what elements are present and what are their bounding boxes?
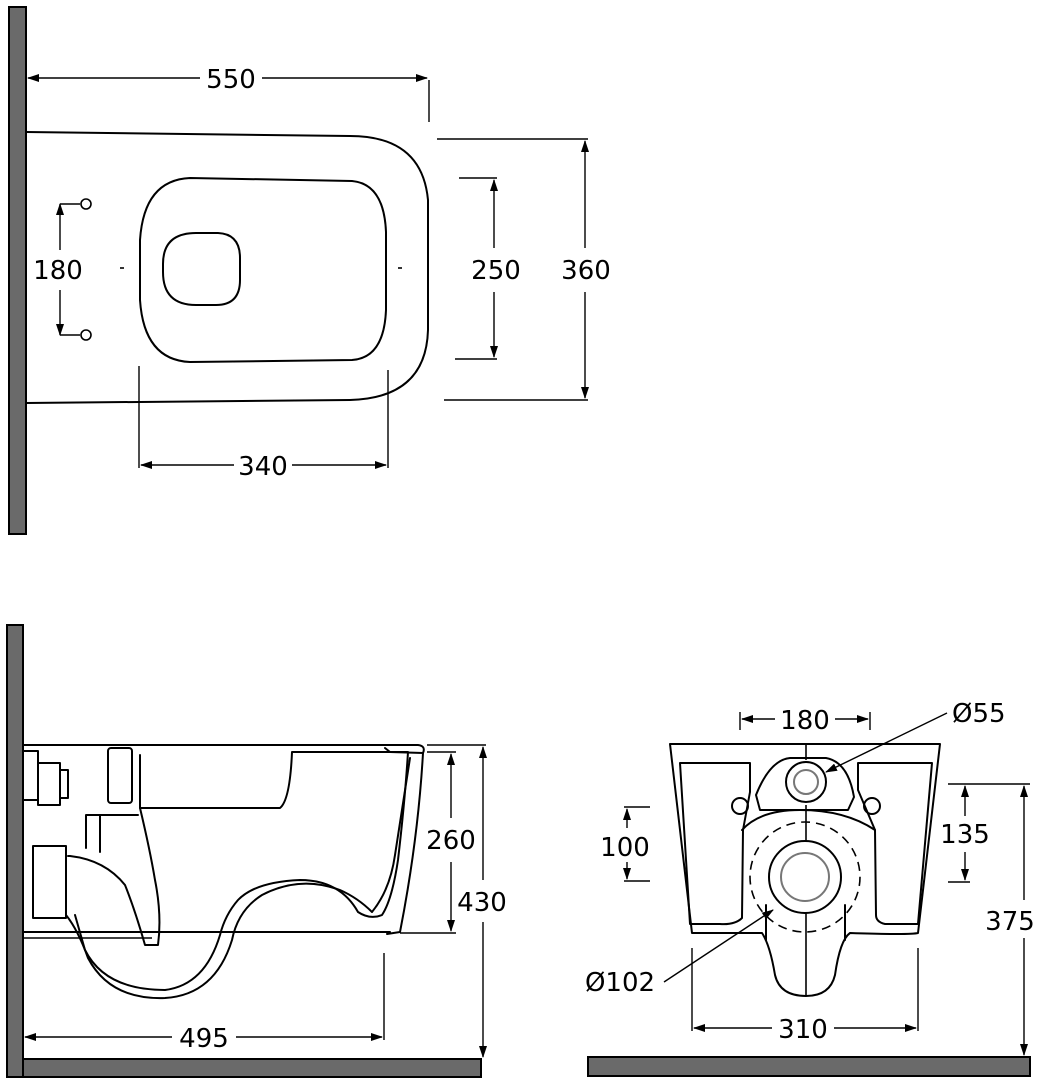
dim-fixing-height: 100 xyxy=(600,833,650,863)
dim-seat-length: 340 xyxy=(238,452,288,482)
flush-inlet-slot xyxy=(107,747,133,804)
dim-overall-length: 550 xyxy=(206,65,256,95)
inlet-pipe-inner xyxy=(793,769,819,795)
dim-outlet-diameter: Ø102 xyxy=(585,968,655,998)
inlet-pipe-outer xyxy=(785,761,827,803)
rear-bridge xyxy=(755,757,855,811)
wall-side-view xyxy=(6,624,24,1078)
trap-inner xyxy=(67,807,161,946)
dim-inlet-height: 135 xyxy=(940,820,990,850)
bowl-front-side xyxy=(386,752,424,935)
rear-left-cavity xyxy=(679,762,751,926)
dim-projection: 495 xyxy=(179,1024,229,1054)
outlet-pipe-dashed xyxy=(749,821,861,933)
dim-inlet-diameter: Ø55 xyxy=(952,699,1006,729)
dim-bowl-height: 260 xyxy=(426,826,476,856)
rear-right-cavity xyxy=(857,762,933,925)
fixing-hole-upper xyxy=(80,198,92,210)
dim-total-height-rear: 375 xyxy=(985,907,1035,937)
top-view: 180 550 360 250 340 xyxy=(8,6,611,535)
floor-side-view xyxy=(22,1058,482,1078)
side-view: 260 430 495 xyxy=(6,624,507,1078)
dim-rear-width: 310 xyxy=(778,1015,828,1045)
floor-rear-view xyxy=(587,1056,1031,1077)
wall-top-view xyxy=(8,6,27,535)
trap-outer xyxy=(65,757,411,1000)
rear-fixing-hole-left xyxy=(731,797,749,815)
rear-fixing-hole-right xyxy=(863,797,881,815)
dim-total-height-side: 430 xyxy=(457,888,507,918)
fixing-hole-lower xyxy=(80,329,92,341)
outlet-pipe-inner xyxy=(780,852,830,902)
dim-seat-width: 250 xyxy=(471,256,521,286)
mounting-plate xyxy=(22,750,39,801)
dim-fixing-spacing-top: 180 xyxy=(33,256,83,286)
bowl-interior xyxy=(74,751,409,991)
dim-fixing-spacing-rear: 180 xyxy=(780,706,830,736)
bowl-opening xyxy=(162,232,241,306)
inlet-connector xyxy=(37,762,61,806)
rear-view: 180 Ø55 Ø102 100 135 375 310 xyxy=(585,699,1035,1077)
dim-overall-width: 360 xyxy=(561,256,611,286)
rear-outline xyxy=(669,743,941,997)
outlet-pipe-outer xyxy=(768,840,842,914)
outlet-connector xyxy=(32,845,67,919)
bowl-outline-top xyxy=(25,131,429,404)
seat-outline xyxy=(139,177,387,363)
inlet-connector-cap xyxy=(59,769,69,799)
